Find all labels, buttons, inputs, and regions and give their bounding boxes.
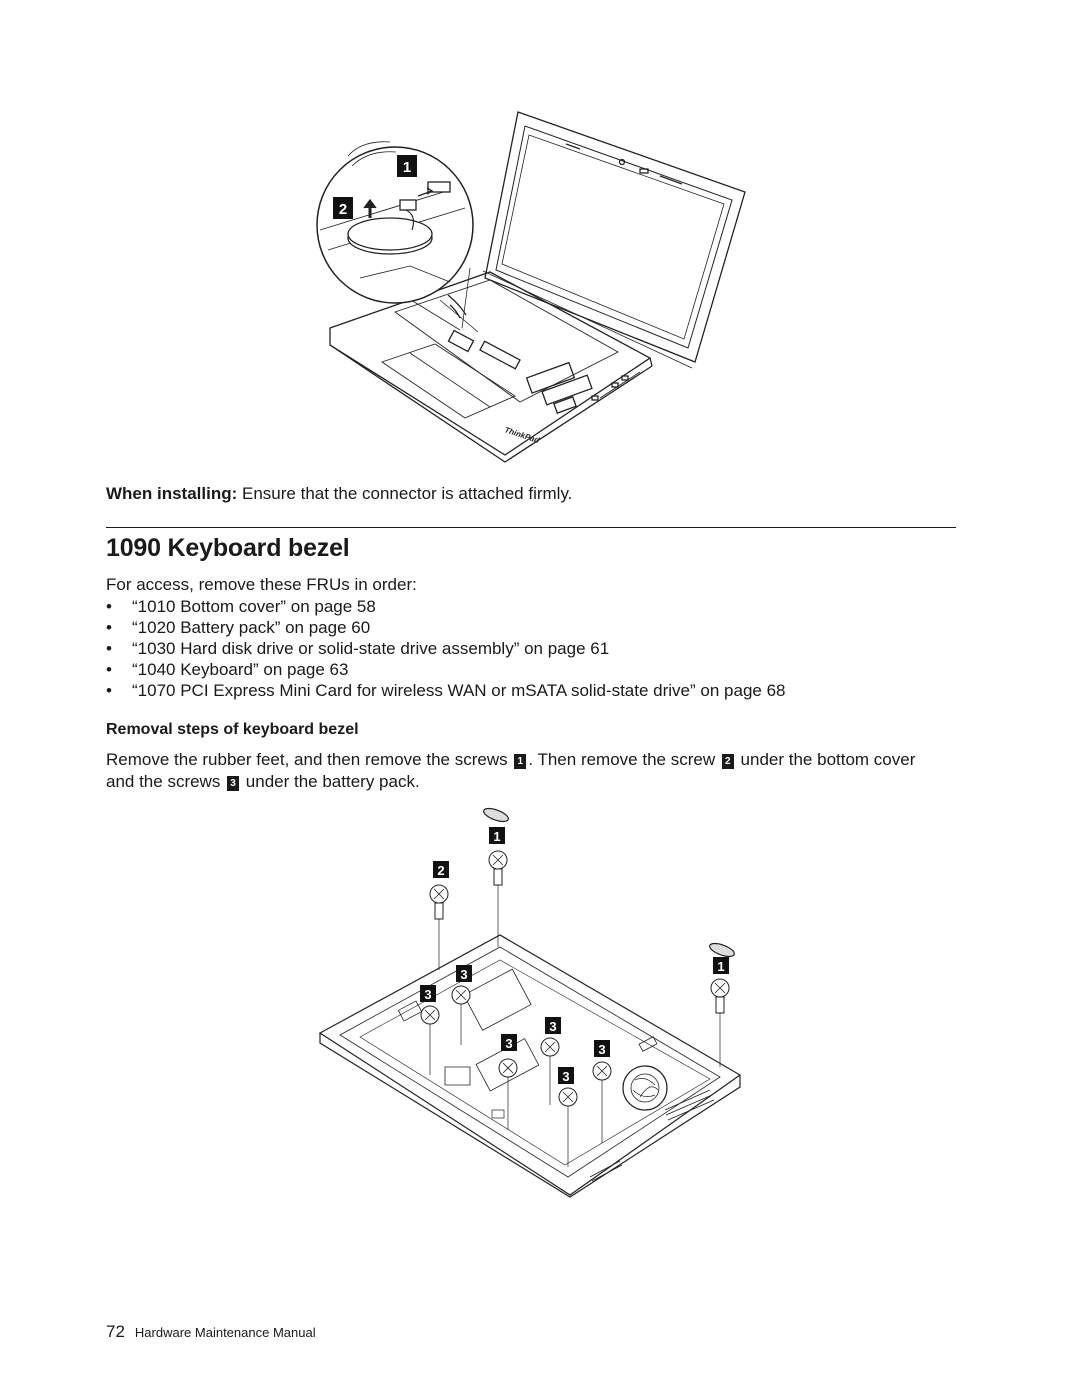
list-item[interactable]: • “1020 Battery pack” on page 60: [106, 617, 785, 638]
callout-1: 1: [403, 159, 411, 176]
bullet: •: [106, 597, 112, 616]
screw-removal-illustration: 1 2 3 3 3 3 3 3 1: [318, 807, 742, 1198]
inline-callout-2: 2: [721, 754, 734, 769]
callout-3: 3: [549, 1019, 556, 1034]
section-title: 1090 Keyboard bezel: [106, 534, 350, 562]
callout-3: 3: [460, 967, 467, 982]
steps-text-part: Remove the rubber feet, and then remove …: [106, 750, 513, 769]
bullet: •: [106, 681, 112, 700]
callout-2: 2: [339, 201, 347, 218]
page-footer: 72 Hardware Maintenance Manual: [106, 1322, 316, 1342]
installation-note: When installing: Ensure that the connect…: [106, 484, 572, 504]
manual-title: Hardware Maintenance Manual: [134, 1325, 316, 1340]
removal-steps-text: Remove the rubber feet, and then remove …: [106, 749, 936, 793]
removal-steps-heading: Removal steps of keyboard bezel: [106, 721, 359, 738]
callout-3: 3: [505, 1036, 512, 1051]
callout-3: 3: [598, 1042, 605, 1057]
steps-text-part: . Then remove the screw: [528, 750, 720, 769]
bullet: •: [106, 660, 112, 679]
callout-1: 1: [717, 959, 724, 974]
fru-link-1070[interactable]: “1070 PCI Express Mini Card for wireless…: [132, 681, 786, 700]
thinkpad-logo-text: ThinkPad: [503, 425, 541, 445]
bullet: •: [106, 618, 112, 637]
fru-intro: For access, remove these FRUs in order:: [106, 575, 417, 594]
fru-list: • “1010 Bottom cover” on page 58 • “1020 B…: [106, 596, 785, 701]
fru-link-1030[interactable]: “1030 Hard disk drive or solid-state dri…: [132, 639, 610, 658]
list-item[interactable]: • “1040 Keyboard” on page 63: [106, 659, 785, 680]
steps-text-part: under the bottom cover and the screws: [106, 750, 916, 791]
section-divider: [106, 527, 956, 528]
steps-text-part: under the battery pack.: [241, 772, 420, 791]
callout-3: 3: [562, 1069, 569, 1084]
fru-link-1020[interactable]: “1020 Battery pack” on page 60: [132, 618, 371, 637]
fru-link-1010[interactable]: “1010 Bottom cover” on page 58: [132, 597, 376, 616]
laptop-connector-illustration: ThinkPad 1 2: [316, 111, 746, 463]
installation-note-text: Ensure that the connector is attached fi…: [237, 484, 573, 503]
inline-callout-3: 3: [227, 776, 240, 791]
callout-3: 3: [424, 987, 431, 1002]
bullet: •: [106, 639, 112, 658]
callout-2: 2: [437, 863, 444, 878]
list-item[interactable]: • “1070 PCI Express Mini Card for wireles…: [106, 680, 785, 701]
fru-link-1040[interactable]: “1040 Keyboard” on page 63: [132, 660, 349, 679]
list-item[interactable]: • “1030 Hard disk drive or solid-state dr…: [106, 638, 785, 659]
callout-1: 1: [493, 829, 500, 844]
installation-note-label: When installing:: [106, 484, 238, 503]
list-item[interactable]: • “1010 Bottom cover” on page 58: [106, 596, 785, 617]
inline-callout-1: 1: [514, 754, 527, 769]
page-number: 72: [106, 1322, 125, 1341]
